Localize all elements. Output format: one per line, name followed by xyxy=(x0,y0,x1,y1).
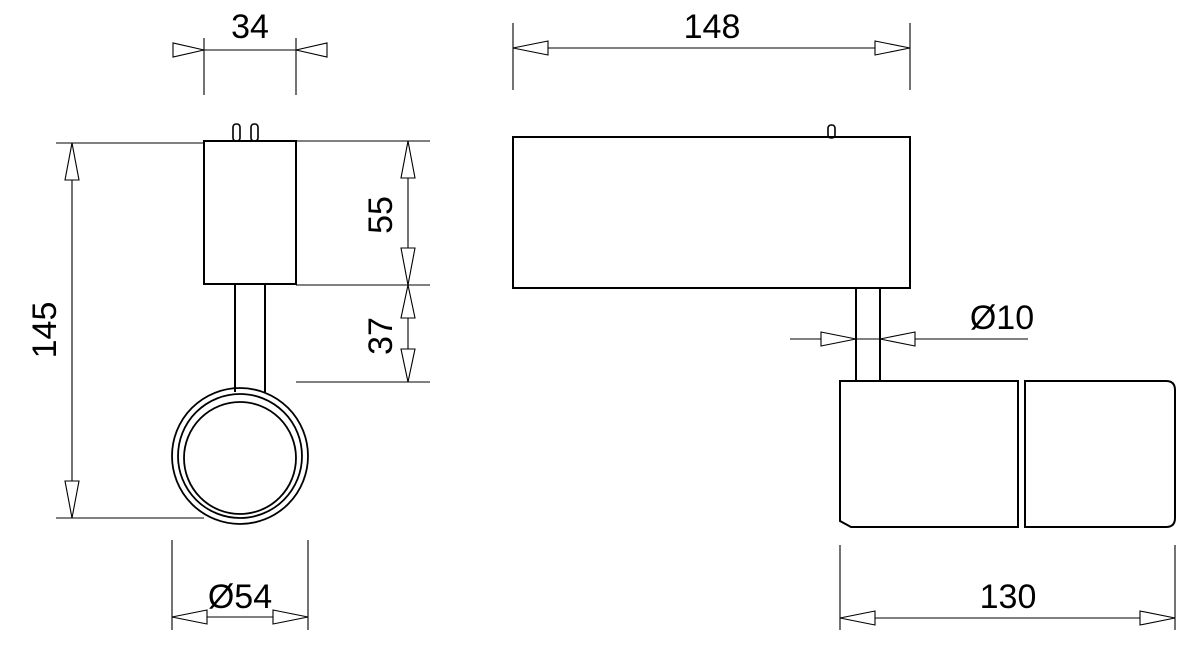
front-view-top-pins xyxy=(232,123,259,142)
dimension-145: 145 xyxy=(26,142,204,519)
dimension-130-label: 130 xyxy=(980,578,1037,616)
dimension-148: 148 xyxy=(512,8,911,90)
dimension-diameter-10-label: Ø10 xyxy=(970,299,1034,337)
dimension-diameter-54-label: Ø54 xyxy=(208,578,272,616)
dimension-37-label: 37 xyxy=(362,317,400,355)
dimension-34: 34 xyxy=(172,8,328,95)
front-view xyxy=(171,123,309,525)
side-view-track-bar xyxy=(512,136,911,289)
front-view-lens xyxy=(171,387,309,525)
dimension-55: 55 xyxy=(296,140,430,286)
side-view-stem xyxy=(855,288,881,381)
dimension-145-label: 145 xyxy=(26,302,64,359)
front-view-stem xyxy=(234,284,266,392)
dimension-34-label: 34 xyxy=(231,8,269,46)
side-view-head-left xyxy=(839,380,1019,528)
dimension-37: 37 xyxy=(296,284,430,383)
dimension-diameter-54: Ø54 xyxy=(171,540,309,630)
front-view-body xyxy=(203,140,297,285)
dimension-148-label: 148 xyxy=(684,8,741,46)
dimension-130: 130 xyxy=(839,545,1176,630)
side-view xyxy=(512,124,1176,528)
side-view-head-right xyxy=(1024,380,1176,528)
dimension-diameter-10: Ø10 xyxy=(790,299,1034,347)
dimension-55-label: 55 xyxy=(362,196,400,234)
